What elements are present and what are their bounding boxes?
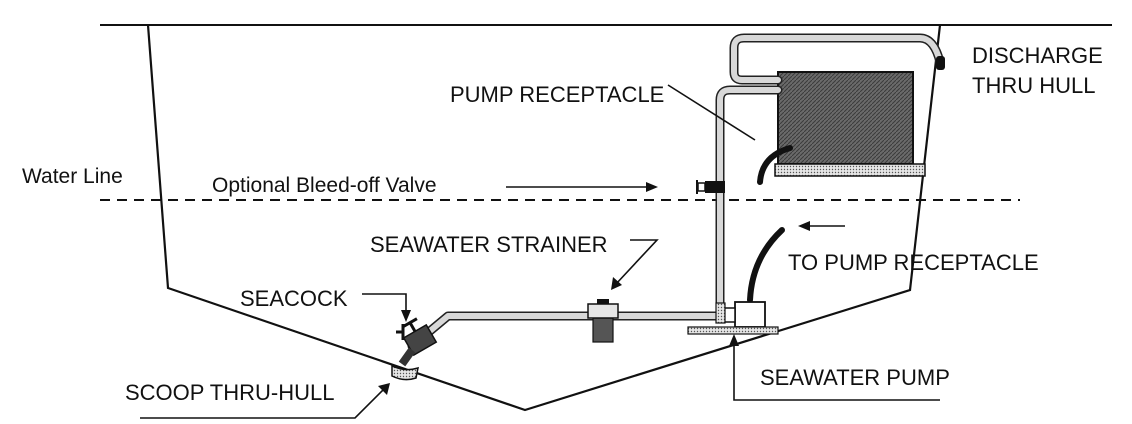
hull-outline xyxy=(146,24,942,412)
label-pump-receptacle: PUMP RECEPTACLE xyxy=(450,82,664,107)
pump-hose-stub xyxy=(747,227,785,303)
discharge-thru-hull-fitting xyxy=(936,56,945,70)
label-water-line: Water Line xyxy=(22,165,123,188)
seacock xyxy=(402,317,438,357)
bleed-off-valve xyxy=(705,181,725,193)
receptacle-hose-stub xyxy=(757,145,793,185)
label-to-pump-receptacle: TO PUMP RECEPTACLE xyxy=(788,250,1039,275)
label-discharge-line1: DISCHARGE xyxy=(972,43,1103,68)
label-scoop-thru-hull: SCOOP THRU-HULL xyxy=(125,380,334,405)
receptacle-base xyxy=(774,163,926,177)
pump-receptacle-unit xyxy=(777,71,914,165)
seawater-pump xyxy=(734,301,766,328)
label-seawater-strainer: SEAWATER STRAINER xyxy=(370,232,608,257)
label-bleed-valve: Optional Bleed-off Valve xyxy=(212,174,437,197)
intake-hose-outline xyxy=(407,311,721,351)
scoop-thru-hull xyxy=(391,364,419,381)
label-seawater-pump: SEAWATER PUMP xyxy=(760,365,950,390)
label-discharge-line2: THRU HULL xyxy=(972,73,1095,98)
seawater-strainer xyxy=(592,317,614,343)
label-seacock: SEACOCK xyxy=(240,286,348,311)
pump-base xyxy=(687,326,779,335)
